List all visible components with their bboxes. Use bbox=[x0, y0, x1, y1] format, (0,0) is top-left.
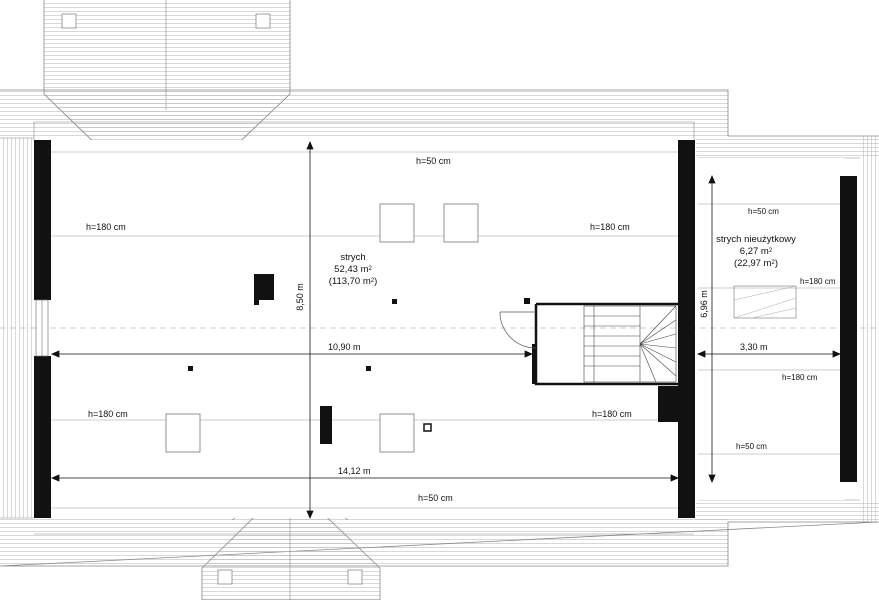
dimension-height-main: 8,50 m bbox=[295, 283, 305, 311]
room-name-attic: strych bbox=[340, 252, 366, 263]
height-label-annex-mid: h=180 cm bbox=[800, 277, 836, 286]
room-area-attic: 52,43 m2 bbox=[334, 264, 372, 275]
height-label-left-top: h=180 cm bbox=[86, 222, 126, 232]
room-label-unusable-attic: strych nieużytkowy 6,27 m2 (22,97 m2) bbox=[708, 234, 804, 270]
dimension-width-outer: 14,12 m bbox=[338, 466, 371, 476]
dimension-height-annex: 6,96 m bbox=[699, 290, 709, 318]
room-name-unusable-attic: strych nieużytkowy bbox=[716, 234, 796, 245]
dimension-lines bbox=[50, 140, 842, 520]
height-label-bottom: h=50 cm bbox=[418, 493, 453, 503]
height-label-annex-bottom: h=50 cm bbox=[736, 442, 767, 451]
staircase bbox=[499, 302, 678, 386]
left-window bbox=[35, 299, 49, 357]
dimension-width-annex: 3,30 m bbox=[740, 342, 768, 352]
chimney-vent bbox=[423, 423, 432, 432]
height-contours bbox=[0, 151, 879, 509]
annex-interior bbox=[698, 158, 844, 500]
height-label-annex-lower: h=180 cm bbox=[782, 373, 818, 382]
height-label-mid-top: h=180 cm bbox=[590, 222, 630, 232]
roof-eaves bbox=[0, 89, 879, 567]
skylights bbox=[165, 203, 479, 453]
height-label-mid-bottom: h=180 cm bbox=[592, 409, 632, 419]
dimension-width-inner: 10,90 m bbox=[328, 342, 361, 352]
height-label-annex-top: h=50 cm bbox=[748, 207, 779, 216]
height-label-top: h=50 cm bbox=[416, 156, 451, 166]
room-label-attic: strych 52,43 m2 (113,70 m2) bbox=[318, 252, 388, 288]
annex-storage-box bbox=[733, 285, 797, 319]
height-label-left-bottom: h=180 cm bbox=[88, 409, 128, 419]
posts bbox=[188, 298, 530, 371]
attic-interior bbox=[44, 140, 684, 518]
walls bbox=[34, 140, 857, 518]
room-area-total-unusable-attic: (22,97 m2) bbox=[733, 258, 778, 269]
room-area-unusable-attic: 6,27 m2 bbox=[739, 246, 773, 257]
room-area-total-attic: (113,70 m2) bbox=[328, 276, 378, 287]
